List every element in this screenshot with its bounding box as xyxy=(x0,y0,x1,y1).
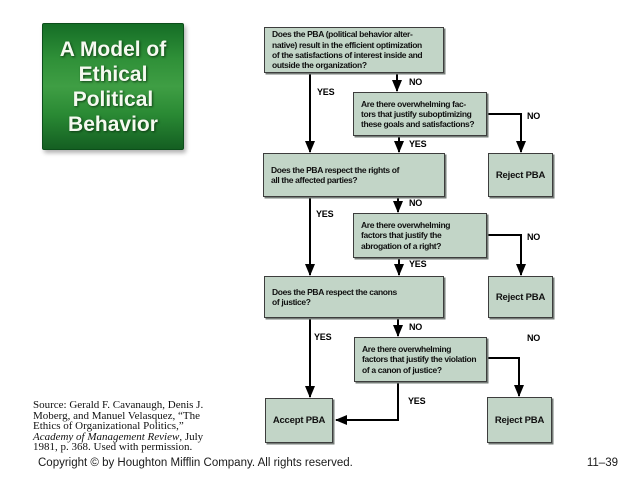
flowchart-box-efficiency-question: Does the PBA (political behavior alter- … xyxy=(264,27,444,73)
page-number: 11–39 xyxy=(586,457,618,469)
edge-label-q6-yes: YES xyxy=(408,396,426,406)
flowchart-box-reject-pba-2: Reject PBA xyxy=(488,276,553,318)
flowchart-box-reject-pba-3: Reject PBA xyxy=(487,397,552,443)
flowchart-box-abrogation-question: Are there overwhelming factors that just… xyxy=(353,213,487,258)
efficiency-question-text: Does the PBA (political behavior alter- … xyxy=(272,29,423,71)
flowchart-box-reject-pba-1: Reject PBA xyxy=(488,153,553,197)
edge-label-q3-no: NO xyxy=(409,198,423,208)
arrow-q2-no-to-reject1 xyxy=(487,113,526,153)
edge-label-q5-yes: YES xyxy=(314,332,332,342)
edge-label-q4-yes: YES xyxy=(409,259,427,269)
source-line-3: Ethics of Organizational Politics,” xyxy=(33,420,184,433)
reject-pba-1-label: Reject PBA xyxy=(495,169,546,181)
source-line-4: Academy of Management Review, July xyxy=(33,430,204,443)
flowchart-box-suboptimizing-question: Are there overwhelming fac- tors that ju… xyxy=(353,92,487,136)
abrogation-question-text: Are there overwhelming factors that just… xyxy=(361,220,451,251)
suboptimizing-question-text: Are there overwhelming fac- tors that ju… xyxy=(361,98,475,130)
rights-question-text: Does the PBA respect the rights of all t… xyxy=(271,164,400,185)
arrow-q4-no-to-reject2 xyxy=(487,234,526,276)
edge-label-q4-no: NO xyxy=(527,232,541,242)
arrow-q6-no-to-reject3 xyxy=(487,357,524,397)
arrow-q6-yes-to-accept xyxy=(335,382,399,425)
violation-question-text: Are there overwhelming factors that just… xyxy=(362,344,477,375)
flowchart-box-justice-question: Does the PBA respect the canons of justi… xyxy=(264,276,444,318)
flowchart-box-violation-question: Are there overwhelming factors that just… xyxy=(354,337,487,382)
reject-pba-3-label: Reject PBA xyxy=(494,414,545,426)
edge-label-q2-yes: YES xyxy=(409,139,427,149)
justice-question-text: Does the PBA respect the canons of justi… xyxy=(272,286,397,307)
flowchart-box-accept-pba: Accept PBA xyxy=(265,398,333,443)
slide-title: A Model of Ethical Political Behavior xyxy=(42,23,184,150)
edge-label-q1-no: NO xyxy=(409,77,423,87)
accept-pba-label: Accept PBA xyxy=(272,415,326,426)
copyright-text: Copyright © by Houghton Mifflin Company.… xyxy=(38,457,353,469)
source-line-2: Moberg, and Manuel Velasquez, “The xyxy=(33,409,200,422)
slide-title-text: A Model of Ethical Political Behavior xyxy=(59,37,167,136)
source-line-1: Source: Gerald F. Cavanaugh, Denis J. xyxy=(33,399,204,411)
source-line-5: 1981, p. 368. Used with permission. xyxy=(33,441,193,454)
edge-label-q1-yes: YES xyxy=(317,87,335,97)
edge-label-q6-no: NO xyxy=(527,333,541,343)
edge-label-q3-yes: YES xyxy=(316,209,334,219)
reject-pba-2-label: Reject PBA xyxy=(495,291,546,303)
edge-label-q5-no: NO xyxy=(409,322,423,332)
source-citation: Source: Gerald F. Cavanaugh, Denis J. Mo… xyxy=(33,400,203,453)
journal-title: Academy of Management Review xyxy=(33,430,180,443)
edge-label-q2-no: NO xyxy=(527,111,541,121)
flowchart-box-rights-question: Does the PBA respect the rights of all t… xyxy=(263,153,445,197)
